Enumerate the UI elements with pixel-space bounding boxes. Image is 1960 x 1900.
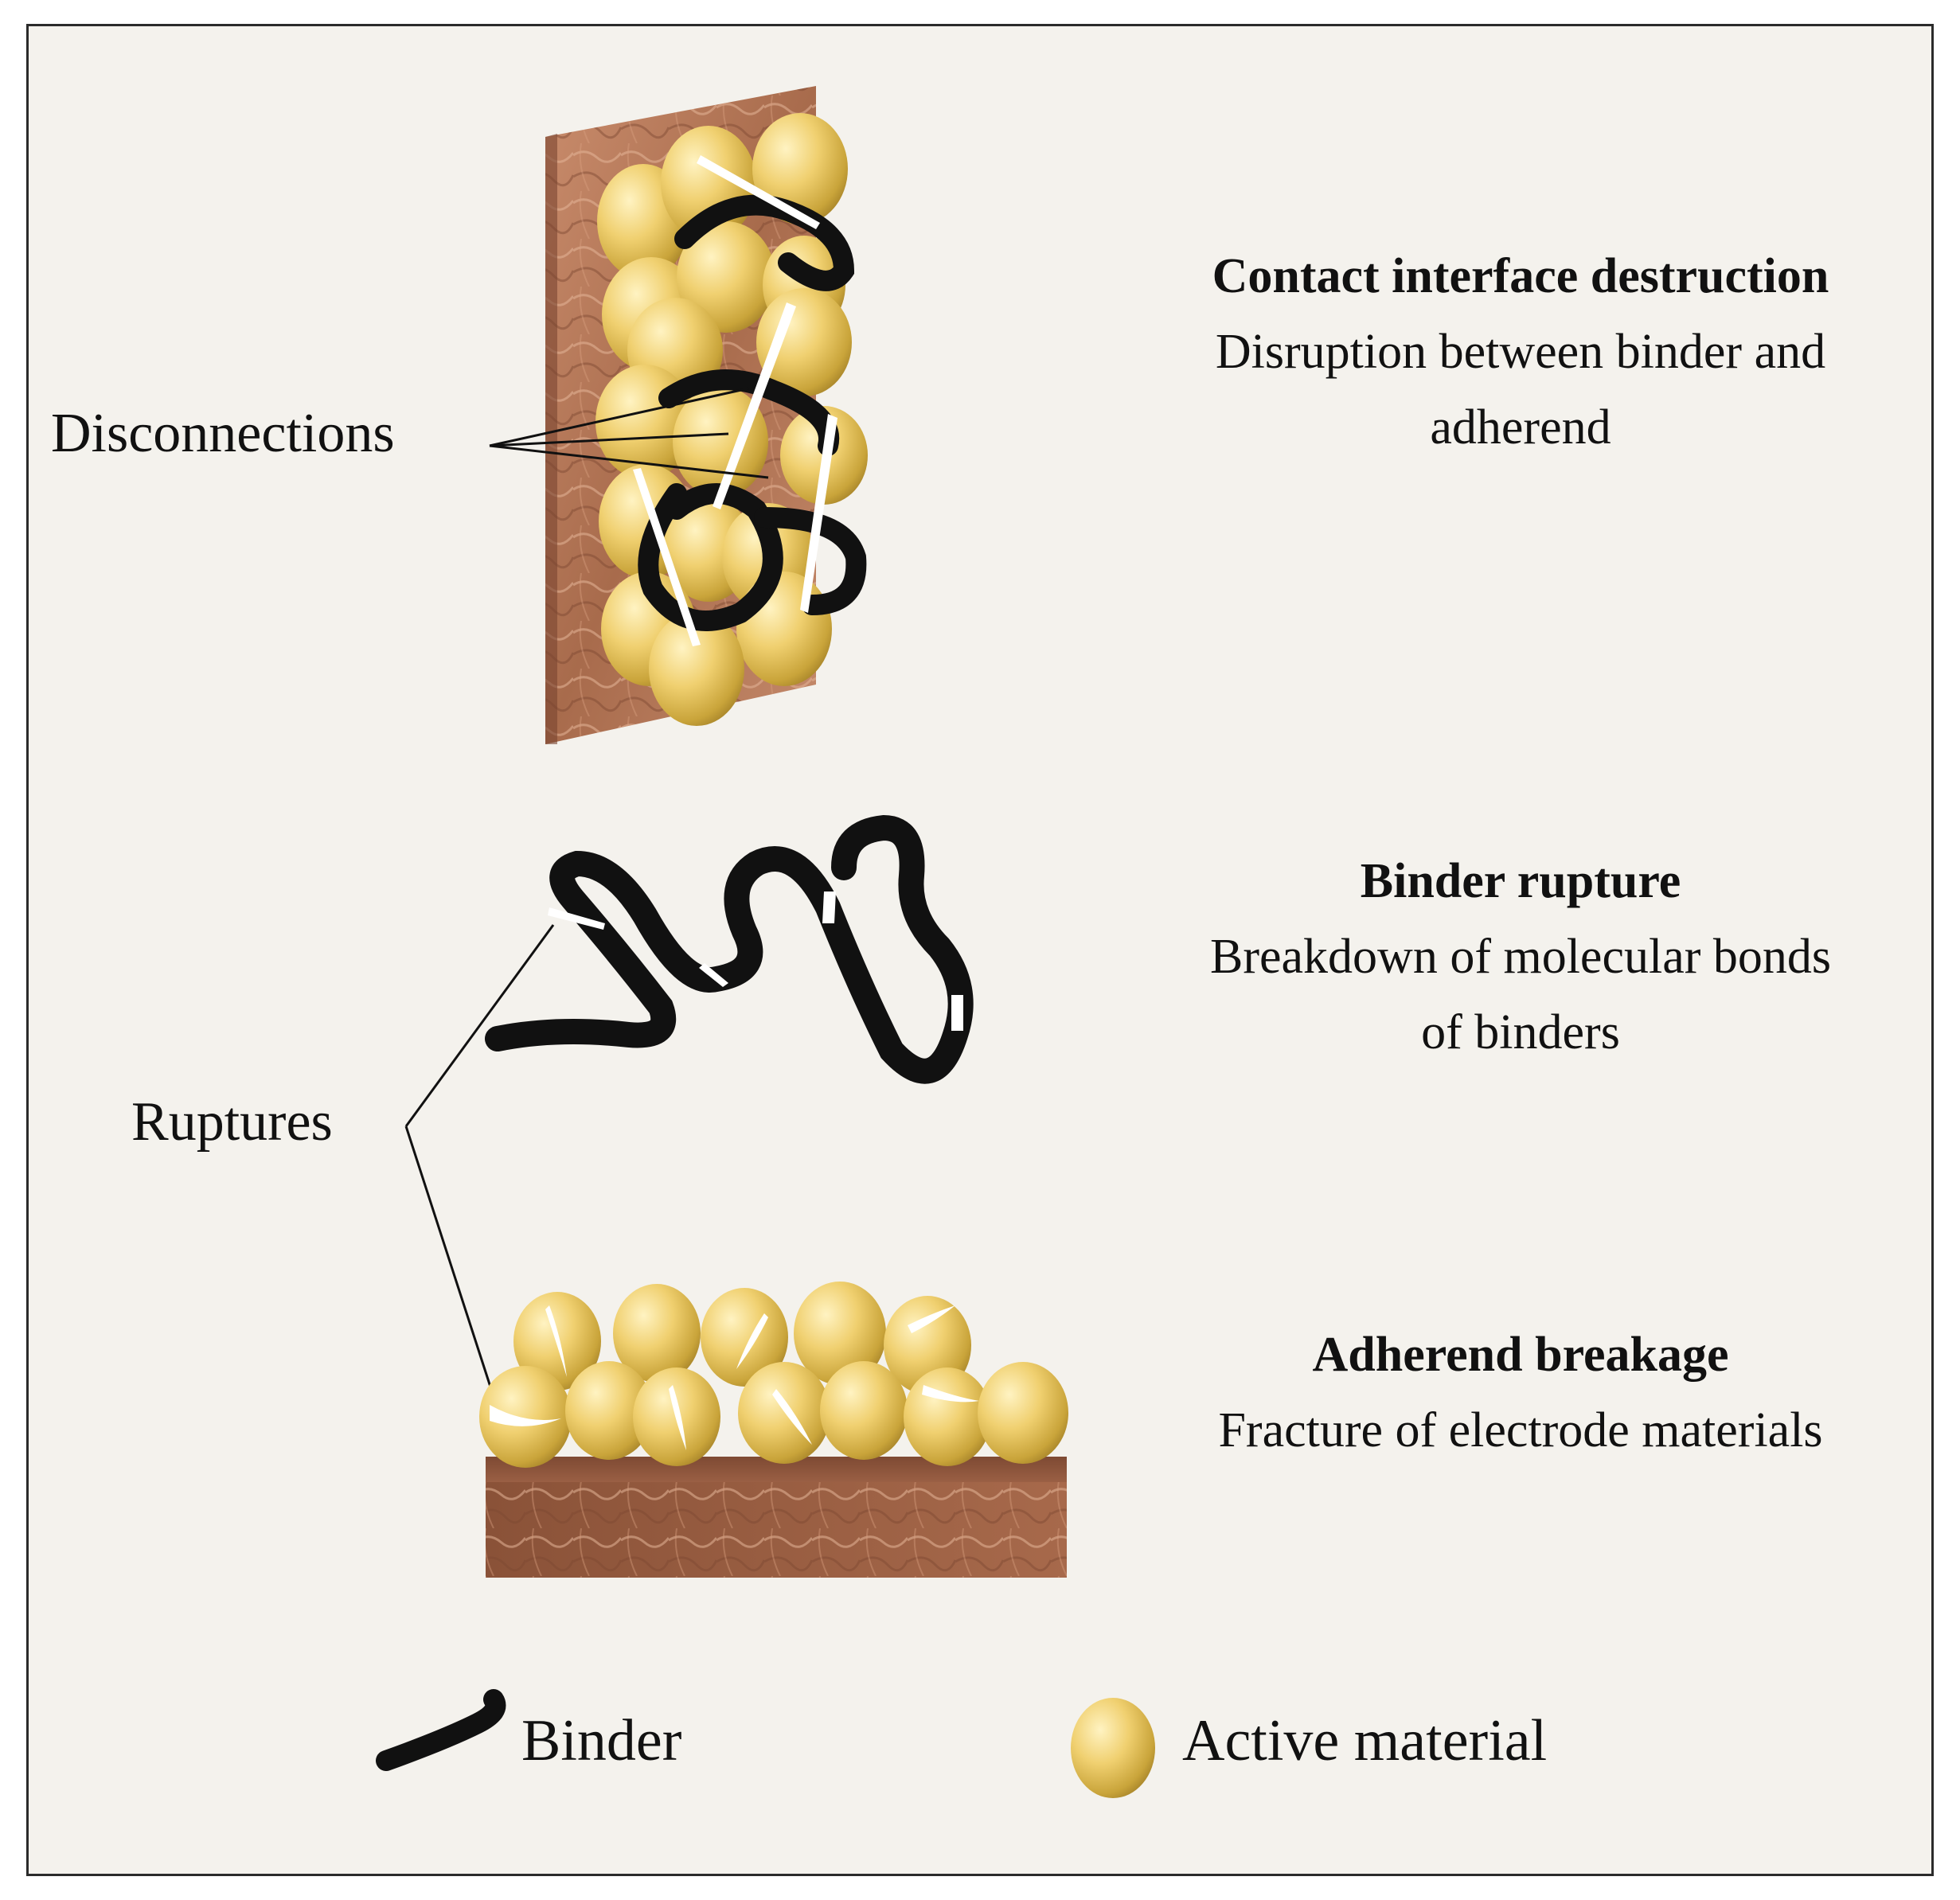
legend-graphics bbox=[376, 1689, 1155, 1798]
binder-strand bbox=[485, 814, 974, 1084]
adherend-cracks bbox=[490, 1305, 979, 1450]
adherend-breakage-illustration bbox=[479, 1282, 1068, 1578]
ruptures-callout-lines bbox=[404, 924, 555, 1410]
legend-binder-swatch bbox=[376, 1689, 506, 1771]
mechanism-title: Contact interface destruction bbox=[1212, 249, 1829, 303]
binder-rupture-cracks bbox=[548, 891, 963, 1031]
interface-cracks bbox=[633, 155, 837, 646]
legend-binder-label: Binder bbox=[521, 1708, 682, 1773]
binder-rupture-illustration bbox=[485, 814, 974, 1084]
mechanism-description: Breakdown of molecular bonds of binders bbox=[1210, 930, 1831, 1059]
binder-loops bbox=[638, 194, 867, 631]
horizontal-copper-collector bbox=[486, 1457, 1067, 1578]
mechanism-title: Binder rupture bbox=[1360, 854, 1681, 908]
ruptures-label: Ruptures bbox=[131, 1091, 333, 1153]
legend-active-material-label: Active material bbox=[1182, 1708, 1548, 1773]
mechanism-adherend-breakage: Adherend breakage Fracture of electrode … bbox=[1194, 1317, 1847, 1469]
mechanism-title: Adherend breakage bbox=[1312, 1328, 1729, 1382]
mechanism-binder-rupture: Binder rupture Breakdown of molecular bo… bbox=[1194, 844, 1847, 1071]
active-material-row bbox=[479, 1282, 1068, 1468]
mechanism-description: Disruption between binder and adherend bbox=[1215, 325, 1826, 455]
disconnections-callout-lines bbox=[489, 387, 769, 479]
legend-active-material-swatch bbox=[1071, 1698, 1155, 1798]
contact-interface-illustration bbox=[545, 86, 868, 744]
mechanism-contact-interface: Contact interface destruction Disruption… bbox=[1194, 239, 1847, 466]
disconnections-label: Disconnections bbox=[51, 403, 395, 464]
mechanism-description: Fracture of electrode materials bbox=[1218, 1403, 1823, 1457]
